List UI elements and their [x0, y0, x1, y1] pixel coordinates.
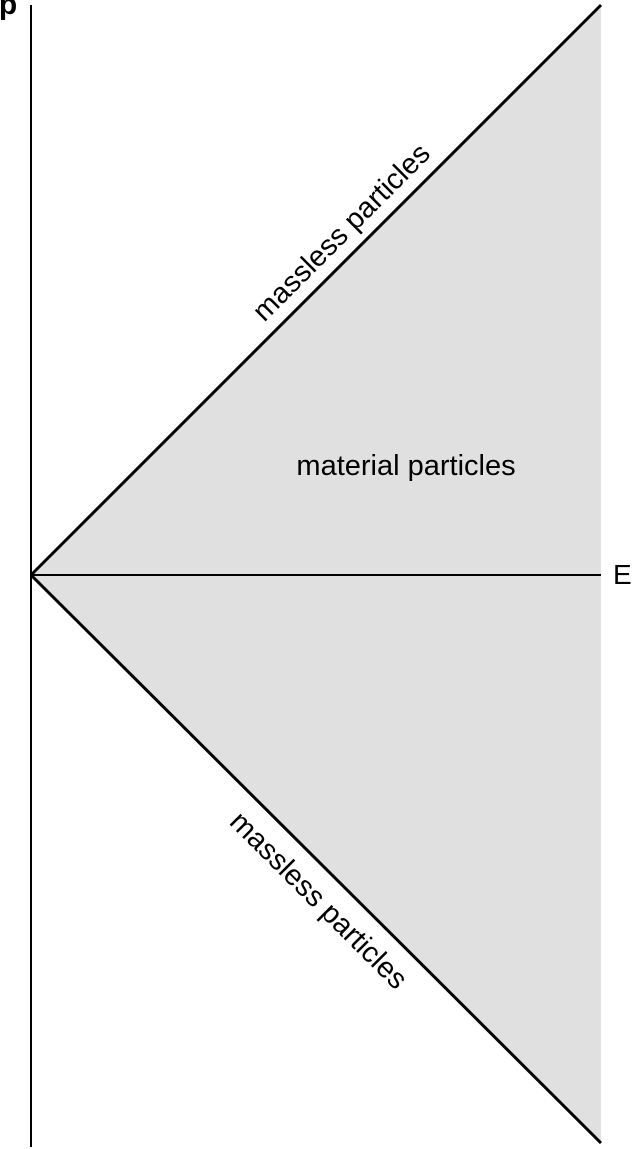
material-particles-label: material particles	[296, 450, 515, 482]
lower-massless-line	[29, 573, 603, 1145]
e-axis-label: E	[613, 559, 632, 590]
p-axis-label: p	[0, 0, 17, 21]
upper-massless-line	[29, 3, 603, 577]
